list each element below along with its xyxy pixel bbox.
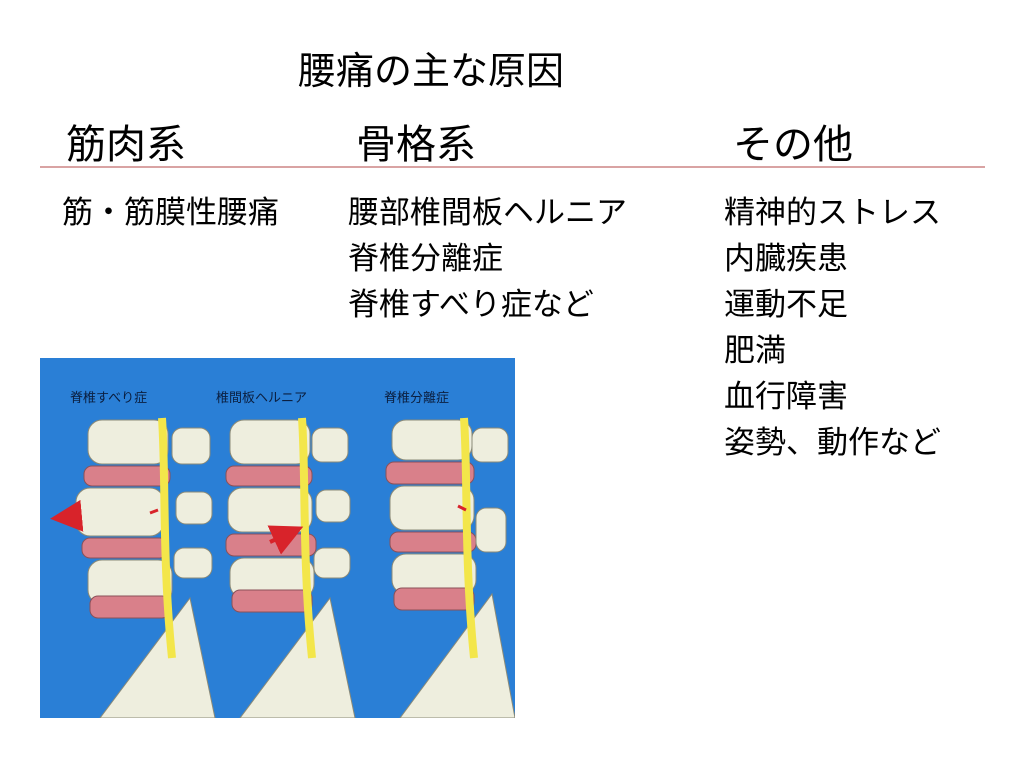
list-item: 姿勢、動作など bbox=[724, 425, 941, 461]
label-disc-herniation: 椎間板ヘルニア bbox=[216, 391, 307, 406]
column-header-other: その他 bbox=[733, 122, 853, 168]
column-header-muscle: 筋肉系 bbox=[66, 122, 186, 168]
list-item: 血行障害 bbox=[724, 379, 848, 415]
list-item: 肥満 bbox=[724, 333, 786, 369]
skeletal-cause-list: 腰部椎間板ヘルニア 脊椎分離症 脊椎すべり症など bbox=[348, 190, 627, 328]
list-item: 運動不足 bbox=[724, 287, 848, 323]
muscle-cause-list: 筋・筋膜性腰痛 bbox=[62, 190, 279, 236]
spine-illustration: 脊椎すべり症 椎間板ヘルニア bbox=[40, 358, 515, 718]
list-item: 内臓疾患 bbox=[724, 241, 848, 277]
spine-panel-spondylolysis bbox=[385, 417, 515, 718]
spine-panel-disc-herniation bbox=[225, 417, 356, 718]
label-spondylolysis: 脊椎分離症 bbox=[384, 391, 449, 406]
label-spondylolisthesis: 脊椎すべり症 bbox=[70, 391, 147, 406]
column-header-skeletal: 骨格系 bbox=[356, 122, 476, 168]
other-cause-list: 精神的ストレス 内臓疾患 運動不足 肥満 血行障害 姿勢、動作など bbox=[724, 190, 941, 466]
header-divider bbox=[40, 166, 985, 168]
list-item: 筋・筋膜性腰痛 bbox=[62, 195, 279, 231]
slide-title: 腰痛の主な原因 bbox=[298, 49, 565, 93]
list-item: 精神的ストレス bbox=[724, 195, 941, 231]
spine-illustration-svg: 脊椎すべり症 椎間板ヘルニア bbox=[50, 391, 515, 718]
list-item: 腰部椎間板ヘルニア bbox=[348, 195, 627, 231]
list-item: 脊椎すべり症など bbox=[348, 287, 594, 323]
list-item: 脊椎分離症 bbox=[348, 241, 503, 277]
spine-panel-spondylolisthesis bbox=[50, 417, 216, 718]
